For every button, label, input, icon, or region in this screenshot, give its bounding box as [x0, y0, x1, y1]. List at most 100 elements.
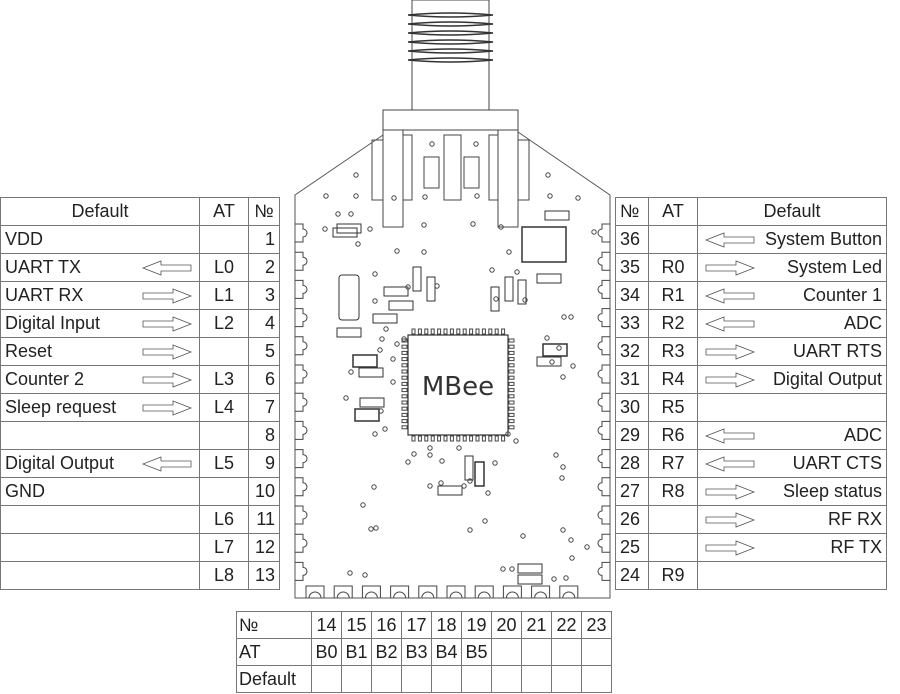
- via: [461, 483, 467, 489]
- via: [569, 555, 575, 561]
- mbee-module-drawing: MBee: [294, 0, 611, 599]
- pin-at-name: L4: [199, 393, 249, 422]
- pin-number: 31: [615, 365, 649, 394]
- pin-default-function: ADC: [697, 421, 887, 450]
- via: [367, 226, 373, 232]
- arrow-left-icon: [704, 288, 756, 304]
- pin-cell-default: [311, 665, 342, 693]
- pin-row: VDD 1: [0, 225, 280, 254]
- pin-default-function: VDD: [0, 225, 200, 254]
- pin-default-function: GND: [0, 477, 200, 506]
- side-pad-left: [295, 336, 308, 356]
- via: [493, 296, 499, 302]
- via: [421, 222, 427, 228]
- pin-number: 2: [248, 253, 280, 282]
- header-at: AT: [648, 197, 698, 226]
- via: [473, 141, 479, 147]
- pin-number: 10: [248, 477, 280, 506]
- via: [323, 193, 329, 199]
- arrow-right-icon: [704, 260, 756, 276]
- pin-number: 27: [615, 477, 649, 506]
- via: [500, 566, 506, 572]
- arrow-right-icon: [704, 512, 756, 528]
- arrow-left-icon: [704, 232, 756, 248]
- via: [568, 537, 574, 543]
- via: [547, 193, 553, 199]
- bottom-pad: [531, 585, 551, 599]
- pin-cell-at: B0: [311, 638, 342, 666]
- pin-at-name: L1: [199, 281, 249, 310]
- via: [362, 572, 368, 578]
- via: [482, 518, 488, 524]
- via: [405, 459, 411, 465]
- pin-default-function: RF RX: [697, 505, 887, 534]
- pin-default-function: UART RTS: [697, 337, 887, 366]
- via: [411, 451, 417, 457]
- arrow-left-icon: [141, 260, 193, 276]
- vias: [322, 141, 597, 582]
- pin-default-function: Counter 1: [697, 281, 887, 310]
- via: [421, 249, 427, 255]
- side-pad-right: [597, 251, 610, 271]
- bottom-pad: [474, 585, 494, 599]
- arrow-left-icon: [704, 316, 756, 332]
- pin-number: 12: [248, 533, 280, 562]
- pin-number: 6: [248, 365, 280, 394]
- via: [343, 395, 349, 401]
- pin-number: 9: [248, 449, 280, 478]
- mcu-chip: [401, 328, 515, 442]
- pin-cell-no: 19: [461, 611, 492, 639]
- via: [489, 267, 495, 273]
- arrow-left-icon: [704, 456, 756, 472]
- via: [438, 480, 444, 486]
- header-no: №: [615, 197, 649, 226]
- via: [348, 369, 354, 375]
- row-label-default: Default: [236, 665, 312, 693]
- header-no: №: [248, 197, 280, 226]
- side-pad-right: [597, 392, 610, 412]
- side-pad-right: [597, 364, 610, 384]
- pin-cell-default: [551, 665, 582, 693]
- pin-at-name: R5: [648, 393, 698, 422]
- via: [394, 341, 400, 347]
- via: [378, 408, 384, 414]
- pin-at-name: R1: [648, 281, 698, 310]
- bottom-pad: [361, 585, 381, 599]
- via: [379, 336, 385, 342]
- via: [560, 374, 566, 380]
- via: [394, 248, 400, 254]
- via: [568, 314, 574, 320]
- via: [372, 271, 378, 277]
- bottom-pad: [502, 585, 522, 599]
- sma-connector: [371, 0, 530, 228]
- pin-default-function: Digital Input: [0, 309, 200, 338]
- pin-number: 1: [248, 225, 280, 254]
- pin-at-name: R0: [648, 253, 698, 282]
- via: [467, 478, 473, 484]
- via: [372, 431, 378, 437]
- pin-default-function: [0, 561, 200, 590]
- pin-number: 29: [615, 421, 649, 450]
- pin-cell-no: 17: [401, 611, 432, 639]
- arrow-right-icon: [704, 484, 756, 500]
- via: [322, 226, 328, 232]
- pin-default-function: Counter 2: [0, 365, 200, 394]
- pin-default-function: [0, 421, 200, 450]
- arrow-right-icon: [141, 288, 193, 304]
- via: [545, 172, 551, 178]
- via: [591, 229, 597, 235]
- via: [544, 335, 550, 341]
- pin-number: 34: [615, 281, 649, 310]
- side-pad-left: [295, 561, 308, 581]
- pin-default-function: [697, 561, 887, 590]
- side-pad-left: [295, 449, 308, 469]
- via: [575, 195, 581, 201]
